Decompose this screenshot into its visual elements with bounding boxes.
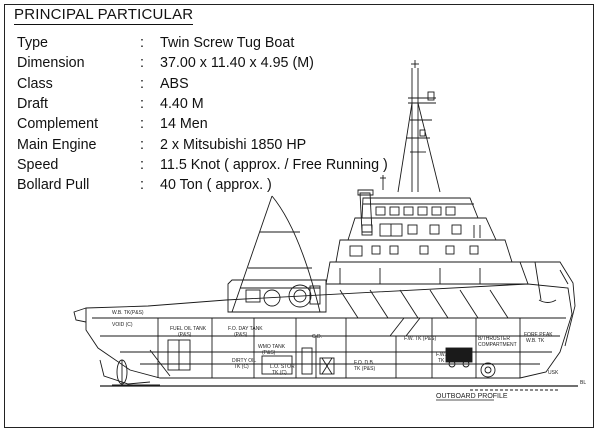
spec-label: Speed [17,156,59,173]
tank-label-fw-small2: TK [438,358,445,364]
tank-label-cofferdam: C.D. [312,334,322,340]
baseline-label: BL [580,380,586,386]
usk-label: USK [548,370,559,376]
spec-colon: : [140,75,144,92]
spec-colon: : [140,55,144,72]
tank-label-wmo-ps: (P&S) [262,350,276,356]
spec-colon: : [140,116,144,133]
spec-colon: : [140,96,144,113]
spec-value: 14 Men [160,116,208,133]
spec-row-class: Class : ABS [17,74,388,94]
spec-colon: : [140,35,144,52]
spec-value: 4.40 M [160,96,204,113]
tank-label-fo-day: F.O. DAY TANK [228,326,263,332]
tank-label-fore-peak: FORE PEAK [524,332,553,338]
tank-label-fo-day-ps: (P&S) [234,332,248,338]
spec-colon: : [140,177,144,194]
spec-colon: : [140,156,144,173]
spec-label: Complement [17,116,99,133]
drawing-caption: OUTBOARD PROFILE [436,393,508,400]
spec-row-type: Type : Twin Screw Tug Boat [17,33,388,53]
spec-label: Dimension [17,55,85,72]
tank-label-fo-db-ps: TK (P&S) [354,366,375,372]
principal-particulars-list: Type : Twin Screw Tug Boat Dimension : 3… [17,33,388,195]
tank-label-fuel-oil-ps: (P&S) [178,332,192,338]
tank-label-wmo: WMO TANK [258,344,286,350]
spec-row-speed: Speed : 11.5 Knot ( approx. / Free Runni… [17,155,388,175]
engine-machinery [167,339,335,375]
drawing-sheet [4,4,594,428]
baseline [100,385,578,391]
tank-label-dirty-oil: DIRTY OIL [232,358,256,364]
spec-value: Twin Screw Tug Boat [160,35,295,52]
bow-thruster [445,347,496,378]
spec-value: 2 x Mitsubishi 1850 HP [160,136,307,153]
stern-propeller [73,307,171,386]
bow [520,261,576,347]
towing-arc [231,195,321,313]
tank-label-fo-db: F.O. D.B. [354,360,374,366]
spec-label: Class [17,75,53,92]
tank-label-wb: W.B. TK(P&S) [112,310,144,316]
spec-label: Main Engine [17,136,97,153]
tank-label-fw-small: F.W. [436,352,446,358]
spec-row-complement: Complement : 14 Men [17,114,388,134]
spec-value: 11.5 Knot ( approx. / Free Running ) [160,156,388,173]
tank-label-thruster-room: COMPARTMENT [478,342,517,348]
tank-label-lub-oil2: TK (C) [272,370,287,376]
spec-row-bollard-pull: Bollard Pull : 40 Ton ( approx. ) [17,175,388,195]
spec-value: ABS [160,75,189,92]
tank-label-void: VOID (C) [112,322,133,328]
hull [85,283,573,379]
tank-label-lub-oil: L.O. STOR [270,364,295,370]
page-title: PRINCIPAL PARTICULAR [14,6,194,25]
spec-label: Bollard Pull [17,177,90,194]
funnel [357,189,374,233]
spec-value: 37.00 x 11.40 x 4.95 (M) [160,55,314,72]
spec-row-main-engine: Main Engine : 2 x Mitsubishi 1850 HP [17,134,388,154]
spec-label: Draft [17,96,48,113]
tank-label-fuel-oil: FUEL OIL TANK [170,326,207,332]
spec-row-dimension: Dimension : 37.00 x 11.40 x 4.95 (M) [17,53,388,73]
superstructure [325,197,529,285]
spec-value: 40 Ton ( approx. ) [160,177,272,194]
tank-label-fw: F.W. TK (P&S) [404,336,436,342]
towing-winch [227,279,327,313]
mast [380,60,441,193]
tank-label-thruster: B/THRUSTER [478,336,510,342]
spec-colon: : [140,136,144,153]
spec-row-draft: Draft : 4.40 M [17,94,388,114]
tank-label-fore-peak-sub: W.B. TK [526,338,545,344]
spec-label: Type [17,35,48,52]
tank-label-dirty-oil2: TK (C) [234,364,249,370]
